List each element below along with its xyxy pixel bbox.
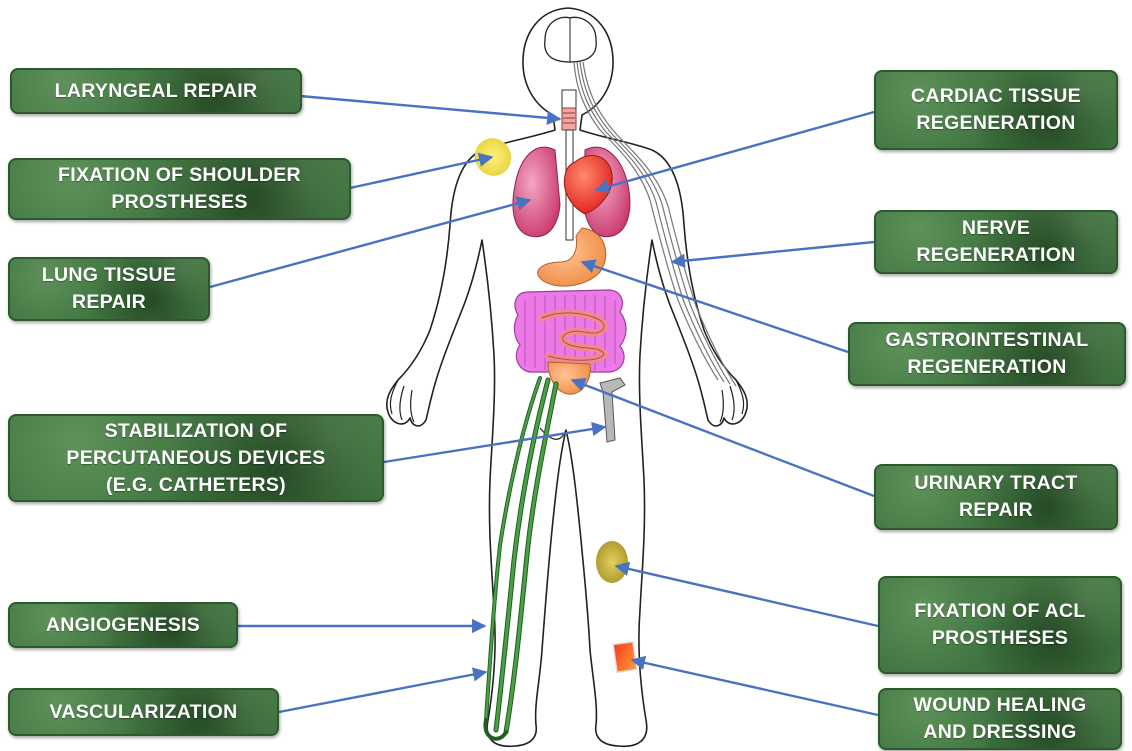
label-nerve-regeneration: NERVE REGENERATION [874,210,1118,274]
label-laryngeal-repair: LARYNGEAL REPAIR [10,68,302,114]
label-vascularization: VASCULARIZATION [8,688,279,736]
catheter-device [600,378,625,442]
shoulder-patch [469,132,518,182]
label-cardiac-tissue-regeneration: CARDIAC TISSUE REGENERATION [874,70,1118,150]
label-angiogenesis: ANGIOGENESIS [8,602,238,648]
label-urinary-tract-repair: URINARY TRACT REPAIR [874,464,1118,530]
label-wound-healing-and-dressing: WOUND HEALING AND DRESSING [878,688,1122,750]
label-fixation-of-shoulder-prostheses: FIXATION OF SHOULDER PROSTHESES [8,158,351,220]
label-gastrointestinal-regeneration: GASTROINTESTINAL REGENERATION [848,322,1126,386]
left-lung [513,147,560,236]
intestines [514,290,626,372]
label-fixation-of-acl-prostheses: FIXATION OF ACL PROSTHESES [878,576,1122,674]
wound-dressing [613,642,637,673]
label-stabilization-of-percutaneous-devices: STABILIZATION OF PERCUTANEOUS DEVICES (E… [8,414,384,502]
blood-vessels [485,378,556,739]
label-lung-tissue-repair: LUNG TISSUE REPAIR [8,257,210,321]
knee-patch [596,541,628,583]
